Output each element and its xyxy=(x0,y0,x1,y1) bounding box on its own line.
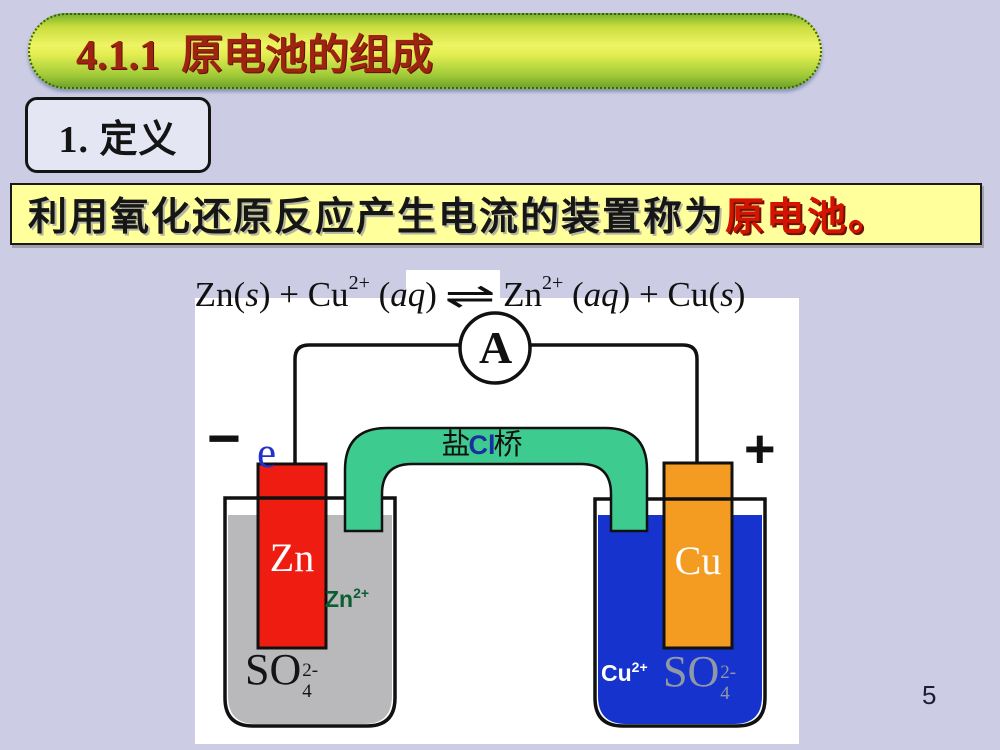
equation-token: ) xyxy=(425,275,437,314)
cu-beaker-outline xyxy=(593,497,767,728)
definition-heading-label: 1. 定义 xyxy=(58,118,178,161)
equation-token: ) xyxy=(733,275,746,314)
sulfate-base: SO xyxy=(663,647,720,696)
sulfate-base: SO xyxy=(245,645,302,694)
definition-period: 。 xyxy=(848,196,890,239)
cu-ion-charge: 2+ xyxy=(631,659,648,675)
zn-ion-base: Zn xyxy=(325,586,354,612)
sulfate-subscript: 4 xyxy=(302,680,312,702)
equation-token: ( xyxy=(369,275,391,314)
ammeter xyxy=(458,311,532,385)
reaction-equation: Zn(s) + Cu2+ (aq)⇌Zn2+ (aq) + Cu(s) xyxy=(140,256,800,317)
cu-ion-base: Cu xyxy=(601,660,632,686)
definition-clause: 利用氧化还原反应产生电流的装置称为 xyxy=(28,196,726,239)
zn-ion-label: Zn2+ xyxy=(325,586,369,611)
definition-text-bar: 利用氧化还原反应产生电流的装置称为原电池。 xyxy=(10,183,982,245)
salt-bridge xyxy=(343,426,649,533)
electron-label: e xyxy=(257,430,277,477)
chloride-ion-label: Cl xyxy=(468,430,496,460)
equation-token: Zn xyxy=(503,275,542,314)
salt-bridge-label-pre: 盐 xyxy=(441,429,471,461)
equation-token: 2+ xyxy=(541,272,564,294)
zn-electrode-label: Zn xyxy=(269,535,315,580)
cu-ion-label: Cu2+ xyxy=(601,660,648,685)
equation-background-patch xyxy=(406,270,500,302)
equation-token: Zn( xyxy=(194,275,246,314)
equilibrium-arrows-icon: ⇌ xyxy=(444,276,496,317)
sulfate-charge: 2- xyxy=(302,660,319,681)
equation-token: s xyxy=(245,275,259,314)
equation-token: ( xyxy=(563,275,584,314)
equation-token: s xyxy=(720,275,734,314)
page-title: 4.1.1 原电池的组成 xyxy=(76,32,434,79)
equation-token: aq xyxy=(390,275,426,314)
zn-ion-charge: 2+ xyxy=(353,585,370,601)
title-banner: 4.1.1 原电池的组成 xyxy=(28,13,822,89)
ammeter-label: A xyxy=(479,322,513,373)
negative-terminal-sign: − xyxy=(207,406,241,471)
equation-token: aq xyxy=(583,275,619,314)
salt-bridge-label: 盐Cl桥 xyxy=(402,431,562,460)
cu-electrode-label: Cu xyxy=(674,538,722,583)
positive-terminal-sign: + xyxy=(744,419,776,479)
salt-bridge-label-post: 桥 xyxy=(493,429,523,461)
wire-left xyxy=(293,343,461,464)
wire-right xyxy=(529,343,699,462)
definition-highlight: 原电池 xyxy=(725,196,849,239)
page-number: 5 xyxy=(922,680,937,710)
cell-diagram-canvas xyxy=(223,311,767,728)
definition-heading-box: 1. 定义 xyxy=(25,97,211,173)
sulfate-subscript: 4 xyxy=(720,682,730,704)
equation-token: ) + Cu( xyxy=(618,275,721,314)
zn-beaker-outline xyxy=(223,496,397,728)
sulfate-charge: 2- xyxy=(720,662,737,683)
equation-token: ) + Cu xyxy=(258,275,349,314)
zn-electrode xyxy=(256,462,328,650)
equation-token: 2+ xyxy=(348,272,370,294)
cu-electrode xyxy=(662,461,734,650)
